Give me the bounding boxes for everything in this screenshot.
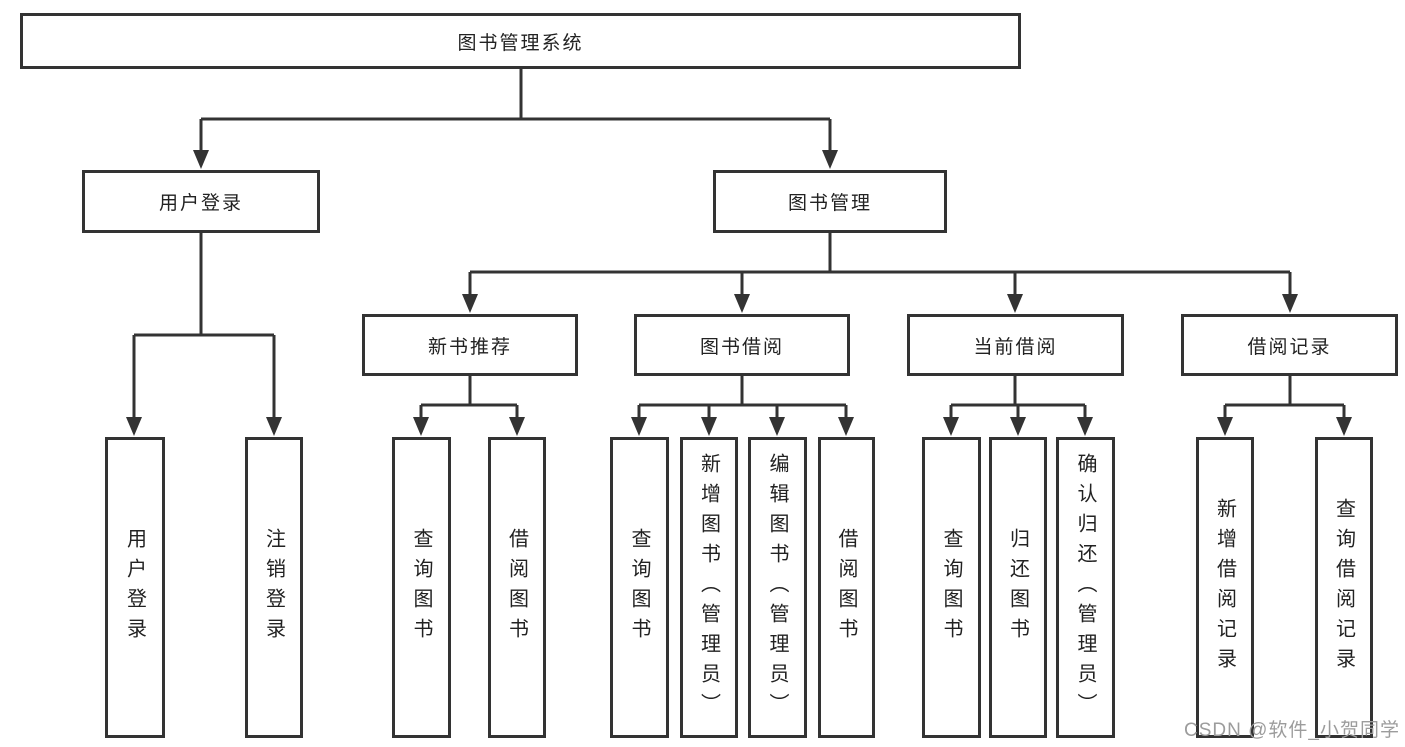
node-new-book-recommend: 新书推荐 bbox=[362, 314, 578, 376]
leaf-borrow-add-books-admin: 新增图书（管理员） bbox=[680, 437, 738, 738]
leaf-current-query-books: 查询图书 bbox=[922, 437, 981, 738]
leaf-current-confirm-return-admin: 确认归还（管理员） bbox=[1056, 437, 1115, 738]
node-label: 新增借阅记录 bbox=[1213, 497, 1236, 678]
connector-book-mgmt-children bbox=[468, 233, 1292, 295]
leaf-user-login: 用户登录 bbox=[105, 437, 165, 738]
leaf-borrow-borrow-books: 借阅图书 bbox=[818, 437, 875, 738]
connector-root-to-level2 bbox=[199, 69, 832, 152]
node-label: 借阅记录 bbox=[1247, 336, 1332, 358]
connector-user-login-children bbox=[132, 233, 276, 419]
leaf-records-add-record: 新增借阅记录 bbox=[1196, 437, 1254, 738]
node-label: 编辑图书（管理员） bbox=[766, 452, 788, 723]
leaf-logout: 注销登录 bbox=[245, 437, 303, 738]
node-label: 新书推荐 bbox=[427, 336, 512, 358]
watermark: CSDN @软件_小贺同学 bbox=[1184, 720, 1400, 741]
node-label: 借阅图书 bbox=[835, 527, 857, 648]
node-label: 查询图书 bbox=[940, 527, 962, 648]
connector-borrow-children bbox=[637, 376, 848, 419]
node-label: 当前借阅 bbox=[973, 336, 1058, 358]
node-book-management: 图书管理 bbox=[713, 170, 947, 233]
node-label: 图书管理系统 bbox=[457, 32, 584, 54]
connector-recommend-children bbox=[419, 376, 519, 419]
leaf-borrow-query-books: 查询图书 bbox=[610, 437, 669, 738]
leaf-records-query-record: 查询借阅记录 bbox=[1315, 437, 1373, 738]
node-label: 归还图书 bbox=[1006, 527, 1029, 648]
arrowheads bbox=[126, 150, 1352, 436]
node-label: 新增图书（管理员） bbox=[697, 452, 720, 723]
node-label: 用户登录 bbox=[123, 527, 146, 648]
connector-current-children bbox=[949, 376, 1087, 419]
connector-records-children bbox=[1223, 376, 1346, 419]
node-label: 用户登录 bbox=[158, 193, 243, 214]
node-label: 注销登录 bbox=[262, 527, 285, 648]
node-label: 查询图书 bbox=[410, 527, 432, 648]
node-label: 查询借阅记录 bbox=[1332, 497, 1355, 678]
node-borrow-records: 借阅记录 bbox=[1181, 314, 1398, 376]
node-label: 确认归还（管理员） bbox=[1074, 452, 1096, 723]
leaf-recommend-query-books: 查询图书 bbox=[392, 437, 451, 738]
node-label: 查询图书 bbox=[628, 527, 650, 648]
node-label: 图书管理 bbox=[787, 193, 872, 214]
node-root: 图书管理系统 bbox=[20, 13, 1021, 69]
node-user-login: 用户登录 bbox=[82, 170, 320, 233]
leaf-current-return-books: 归还图书 bbox=[989, 437, 1047, 738]
node-label: 借阅图书 bbox=[505, 527, 528, 648]
node-current-borrow: 当前借阅 bbox=[907, 314, 1124, 376]
node-label: 图书借阅 bbox=[699, 336, 784, 358]
leaf-recommend-borrow-books: 借阅图书 bbox=[488, 437, 546, 738]
node-book-borrow: 图书借阅 bbox=[634, 314, 850, 376]
leaf-borrow-edit-books-admin: 编辑图书（管理员） bbox=[748, 437, 807, 738]
